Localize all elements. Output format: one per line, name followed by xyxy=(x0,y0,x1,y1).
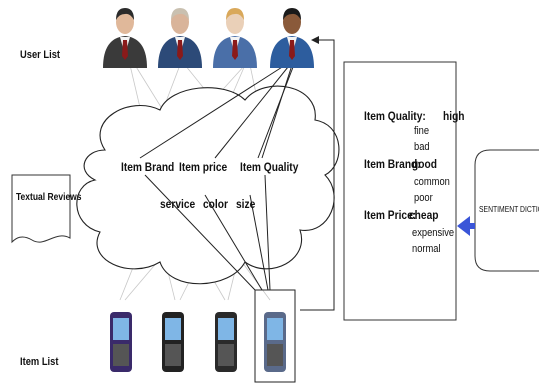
user-avatar-icon xyxy=(213,8,257,68)
item-list-label: Item List xyxy=(20,356,59,368)
sentiment-dictionary-box xyxy=(474,149,539,272)
aspect-service: service xyxy=(160,197,196,211)
textual-reviews-doc xyxy=(11,174,71,244)
aspect-item-quality: Item Quality xyxy=(240,160,299,174)
feedback-arrow xyxy=(300,39,335,311)
dict-brand-pos: good xyxy=(412,157,437,171)
dict-price-pos: cheap xyxy=(409,208,439,222)
blue-arrow-icon xyxy=(457,216,475,236)
phone-icon xyxy=(215,312,237,372)
phone-icon xyxy=(264,312,286,372)
item-list xyxy=(110,312,286,372)
dict-brand-label: Item Brand: xyxy=(364,157,421,171)
textual-reviews-label: Textual Reviews xyxy=(16,192,82,203)
dict-price-neg: normal xyxy=(412,243,441,255)
selected-item-box xyxy=(254,289,296,383)
aspect-item-brand: Item Brand xyxy=(121,160,175,174)
feedback-arrow-head-icon xyxy=(311,36,319,44)
aspect-size: size xyxy=(236,197,256,211)
phone-icon xyxy=(162,312,184,372)
dict-quality-label: Item Quality: xyxy=(364,109,426,123)
phone-icon xyxy=(110,312,132,372)
dict-price-mid: expensive xyxy=(412,227,455,239)
dict-quality-neg: bad xyxy=(414,141,430,153)
aspect-color: color xyxy=(203,197,228,211)
dict-brand-neg: poor xyxy=(414,192,433,204)
sentiment-dictionary-label: SENTIMENT DICTIONARY xyxy=(479,205,539,214)
dict-brand-mid: common xyxy=(414,176,450,188)
dark-links xyxy=(139,61,296,291)
user-avatar-icon xyxy=(270,8,314,68)
dictionary-box xyxy=(343,61,457,321)
user-avatar-icon xyxy=(158,8,202,68)
aspect-item-price: Item price xyxy=(179,160,228,174)
user-avatar-icon xyxy=(103,8,147,68)
aspect-cloud xyxy=(76,85,340,285)
dict-quality-pos: high xyxy=(443,109,465,123)
user-list xyxy=(103,8,314,68)
user-list-label: User List xyxy=(20,49,61,61)
dict-price-label: Item Price: xyxy=(364,208,417,222)
dict-quality-mid: fine xyxy=(414,125,430,137)
